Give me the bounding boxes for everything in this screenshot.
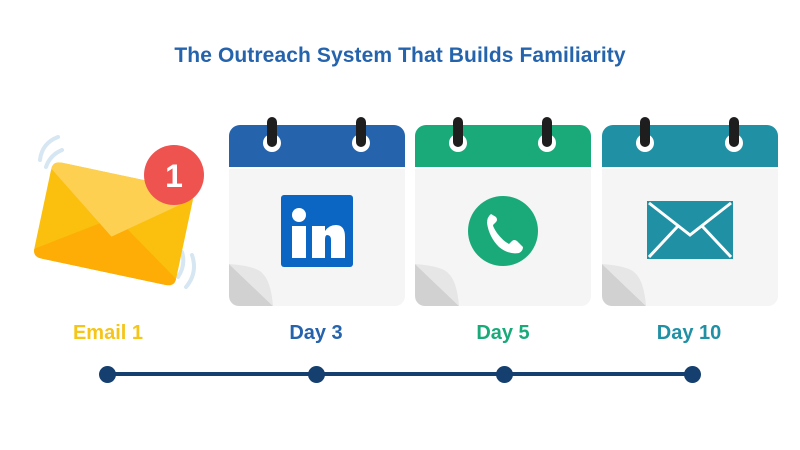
calendar-header xyxy=(602,125,778,167)
page-curl-icon xyxy=(602,264,646,306)
step-label-day-5: Day 5 xyxy=(476,322,530,344)
step-label-day-3: Day 3 xyxy=(289,322,343,344)
notification-badge: 1 xyxy=(165,158,183,194)
calendar-card-day-5 xyxy=(415,117,591,306)
calendar-card-day-10 xyxy=(602,117,778,306)
calendar-card-day-3 xyxy=(229,117,405,306)
calendar-header xyxy=(229,125,405,167)
step-label-email-1: Email 1 xyxy=(72,322,144,344)
timeline-dot xyxy=(496,366,513,383)
linkedin-icon xyxy=(281,195,353,272)
calendar-ring-icon xyxy=(449,117,467,152)
calendar-ring-icon xyxy=(263,117,281,152)
timeline-dot xyxy=(308,366,325,383)
timeline-dot xyxy=(99,366,116,383)
page-curl-icon xyxy=(229,264,273,306)
envelope-notification-icon: 1 xyxy=(33,135,204,289)
calendar-ring-icon xyxy=(352,117,370,152)
email-notification-illustration: 1 xyxy=(20,125,210,300)
calendar-ring-icon xyxy=(636,117,654,152)
calendar-ring-icon xyxy=(538,117,556,152)
page-curl-icon xyxy=(415,264,459,306)
calendar-ring-icon xyxy=(725,117,743,152)
timeline-line xyxy=(106,372,692,376)
phone-icon xyxy=(467,195,539,272)
page-title: The Outreach System That Builds Familiar… xyxy=(174,44,626,67)
timeline-dot xyxy=(684,366,701,383)
step-label-day-10: Day 10 xyxy=(656,322,722,344)
calendar-header xyxy=(415,125,591,167)
mail-icon xyxy=(647,201,733,264)
